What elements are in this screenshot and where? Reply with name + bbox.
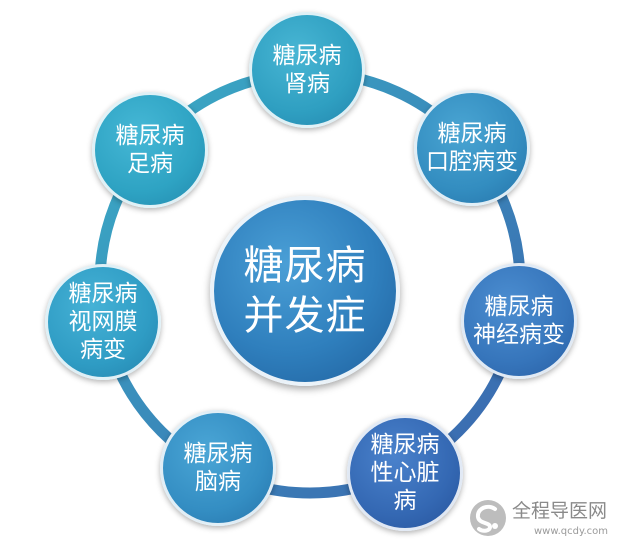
node-brain-disease: 糖尿病 脑病 (160, 410, 276, 526)
node-line: 糖尿病 (370, 432, 440, 458)
node-oral-disease: 糖尿病 口腔病变 (414, 90, 530, 206)
node-line: 神经病变 (473, 322, 565, 348)
node-line: 肾病 (284, 71, 330, 97)
center-line-2: 并发症 (243, 293, 367, 339)
watermark-site-name: 全程导医网 (512, 500, 608, 522)
node-nephropathy: 糖尿病 肾病 (249, 12, 365, 128)
node-line: 糖尿病 (183, 441, 253, 467)
swirl-logo-icon (470, 500, 506, 536)
center-node-complications: 糖尿病 并发症 (210, 196, 400, 386)
node-heart-disease: 糖尿病 性心脏 病 (347, 415, 463, 531)
node-line: 糖尿病 (484, 294, 554, 320)
node-line: 性心脏 (370, 460, 440, 486)
node-line: 糖尿病 (68, 281, 138, 307)
node-line: 足病 (127, 151, 173, 177)
center-line-1: 糖尿病 (243, 243, 367, 289)
node-line: 病变 (80, 337, 126, 363)
node-line: 口腔病变 (426, 149, 518, 175)
node-line: 糖尿病 (115, 123, 185, 149)
watermark: 全程导医网 www.qcdy.com (468, 496, 614, 542)
node-retinopathy: 糖尿病 视网膜 病变 (45, 264, 161, 380)
node-diabetic-foot: 糖尿病 足病 (92, 92, 208, 208)
node-line: 糖尿病 (272, 43, 342, 69)
watermark-site-url: www.qcdy.com (534, 526, 609, 537)
node-line: 病 (393, 488, 417, 514)
node-line: 视网膜 (68, 309, 138, 335)
node-neuropathy: 糖尿病 神经病变 (461, 263, 577, 379)
node-line: 糖尿病 (437, 121, 507, 147)
node-line: 脑病 (195, 469, 241, 495)
